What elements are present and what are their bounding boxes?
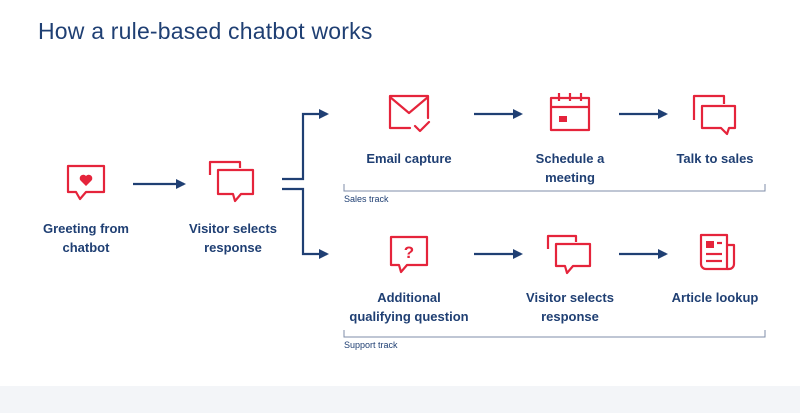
node-label-article-lookup: Article lookup — [671, 290, 759, 305]
branch-connector-top — [282, 109, 329, 181]
node-label-additional-question: Additional qualifying question — [349, 290, 469, 324]
node-label-schedule-meeting: Schedule a meeting — [535, 151, 605, 185]
node-label-visitor-selects-support: Visitor selects response — [526, 290, 614, 324]
chat-heart-icon — [66, 164, 106, 201]
chat-bubbles-icon — [692, 94, 737, 136]
node-label-email-capture: Email capture — [366, 151, 452, 166]
footer-band — [0, 386, 800, 413]
envelope-check-icon — [388, 94, 431, 133]
article-icon — [699, 233, 736, 271]
support-track-bracket — [343, 330, 766, 338]
node-label-visitor-selects: Visitor selects response — [189, 221, 277, 255]
svg-text:?: ? — [404, 243, 414, 262]
node-label-greeting: Greeting from chatbot — [43, 221, 129, 255]
sales-track-label: Sales track — [344, 194, 389, 204]
sales-track-bracket — [343, 184, 766, 192]
chat-bubbles-icon — [546, 234, 592, 275]
calendar-icon — [549, 93, 591, 132]
question-chat-icon: ? — [389, 235, 429, 274]
node-label-talk-to-sales: Talk to sales — [676, 151, 754, 166]
chat-bubbles-icon — [208, 160, 255, 203]
support-track-label: Support track — [344, 340, 398, 350]
page-title: How a rule-based chatbot works — [38, 18, 373, 44]
branch-connector-bottom — [282, 187, 329, 259]
